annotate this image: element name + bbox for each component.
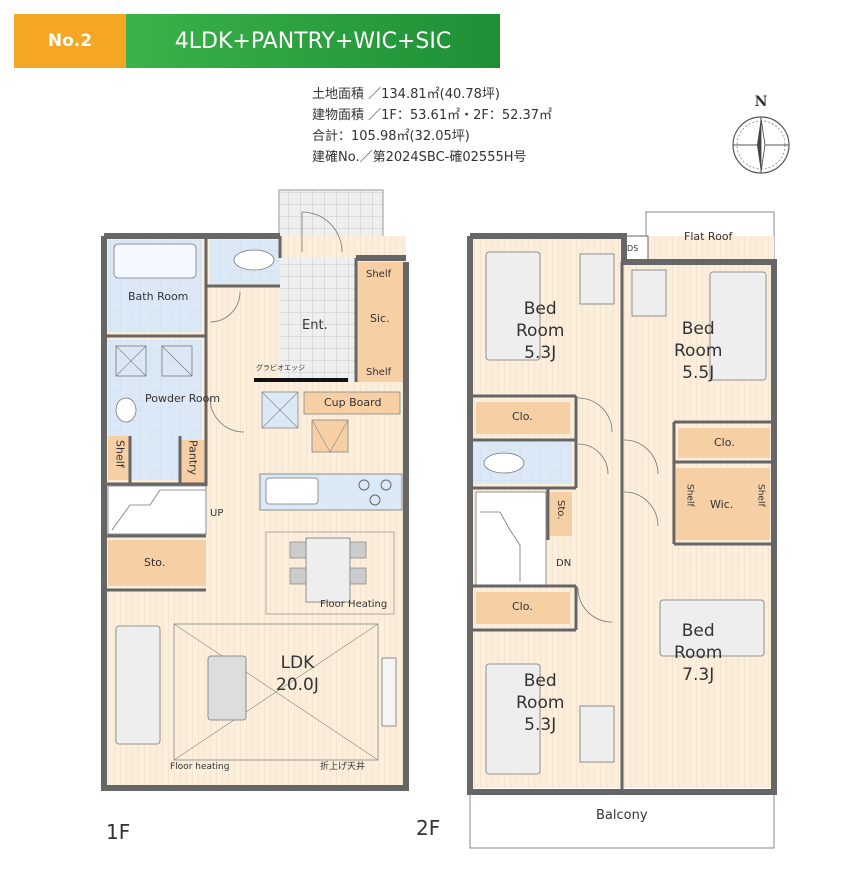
sto-2f-label: Sto. [555,500,566,520]
dn-label: DN [556,558,572,569]
sofa [115,625,161,745]
pantry-floor [180,440,206,484]
floor-heating-dining [265,531,395,615]
shelf-floor [108,436,130,480]
powder-room-label: Powder Room [145,392,221,405]
sto-2f [550,492,572,536]
desk2 [631,269,667,317]
closet2-label: Clo. [714,436,735,449]
entrance-label: Ent. [302,318,328,333]
cup-board-label: Cup Board [324,396,382,409]
up-label: UP [210,508,224,519]
storage-label: Sto. [144,556,166,569]
cupboard [303,391,401,415]
closet-bed4 [476,592,570,624]
ceiling-note-label: 折上げ天井 [320,762,366,772]
compass-north-label: N [754,94,768,110]
flat-roof-label: Flat Roof [684,230,733,243]
toilet-1f [233,249,275,271]
bed2-label: Bed Room 5.5J [674,319,723,383]
bed3-label: Bed Room 7.3J [674,621,723,685]
shelf-side-label: Shelf [113,440,127,468]
bed3-furniture [659,599,765,657]
total-area: 合計：105.98㎡(32.05坪) [312,129,470,144]
bath-room-label: Bath Room [128,290,189,303]
ldk-label: LDK 20.0J [276,653,319,695]
dining-table [305,537,351,603]
closet1-label: Clo. [512,410,533,423]
gravio-label: グラビオエッジ [256,364,305,372]
bed1-furniture [485,251,541,361]
permit-number: 建確No.／第2024SBC-確02555H号 [312,150,527,165]
stairs-1f [107,485,207,535]
compass-rose [732,116,790,174]
bathtub [113,243,197,279]
coffee-table [207,655,247,721]
desk4 [579,705,615,763]
fridge [311,419,349,453]
area-info: 土地面積 ／134.81㎡(40.78坪) 建物面積 ／1F：53.61㎡・2F… [312,84,552,168]
sic-label: Sic. [370,312,390,325]
floor-heating-bottom-label: Floor heating [170,762,230,772]
shelf-left-label: Shelf [684,484,695,507]
balcony-label: Balcony [596,808,648,823]
ds-label: DS [627,244,639,253]
bed4-label: Bed Room 5.3J [516,671,565,735]
closet-bed1 [476,402,570,434]
shelf-bottom-label: Shelf [366,367,392,378]
shelf-right-label: Shelf [755,484,766,507]
wic-floor [676,468,770,540]
floor1-label: 1F [106,820,131,844]
closet3-label: Clo. [512,600,533,613]
storage-floor [108,540,206,586]
bed4-furniture [485,663,541,775]
balcony-area [469,793,775,849]
compass-icon: N [728,94,794,180]
bed2-furniture [709,271,767,381]
shelf-top-label: Shelf [366,269,392,280]
closet-bed2 [678,428,770,458]
floor2-label: 2F [416,816,441,840]
bed1-label: Bed Room 5.3J [516,299,565,363]
plan-title: 4LDK+PANTRY+WIC+SIC [126,14,500,68]
entrance-floor [280,258,356,382]
plan-number-badge: No.2 [14,14,126,68]
sic-floor [356,262,404,382]
stairs-2f [475,491,547,587]
sink [115,397,137,423]
building-area: 建物面積 ／1F：53.61㎡・2F：52.37㎡ [312,108,553,123]
desk1 [579,253,615,305]
ceiling-area [173,623,379,761]
floor-heating-label: Floor Heating [320,599,388,610]
toilet-2f [483,452,525,474]
wic-label: Wic. [710,498,734,511]
pantry-label: Pantry [186,440,200,476]
tv-board [381,657,397,727]
land-area: 土地面積 ／134.81㎡(40.78坪) [312,87,500,102]
